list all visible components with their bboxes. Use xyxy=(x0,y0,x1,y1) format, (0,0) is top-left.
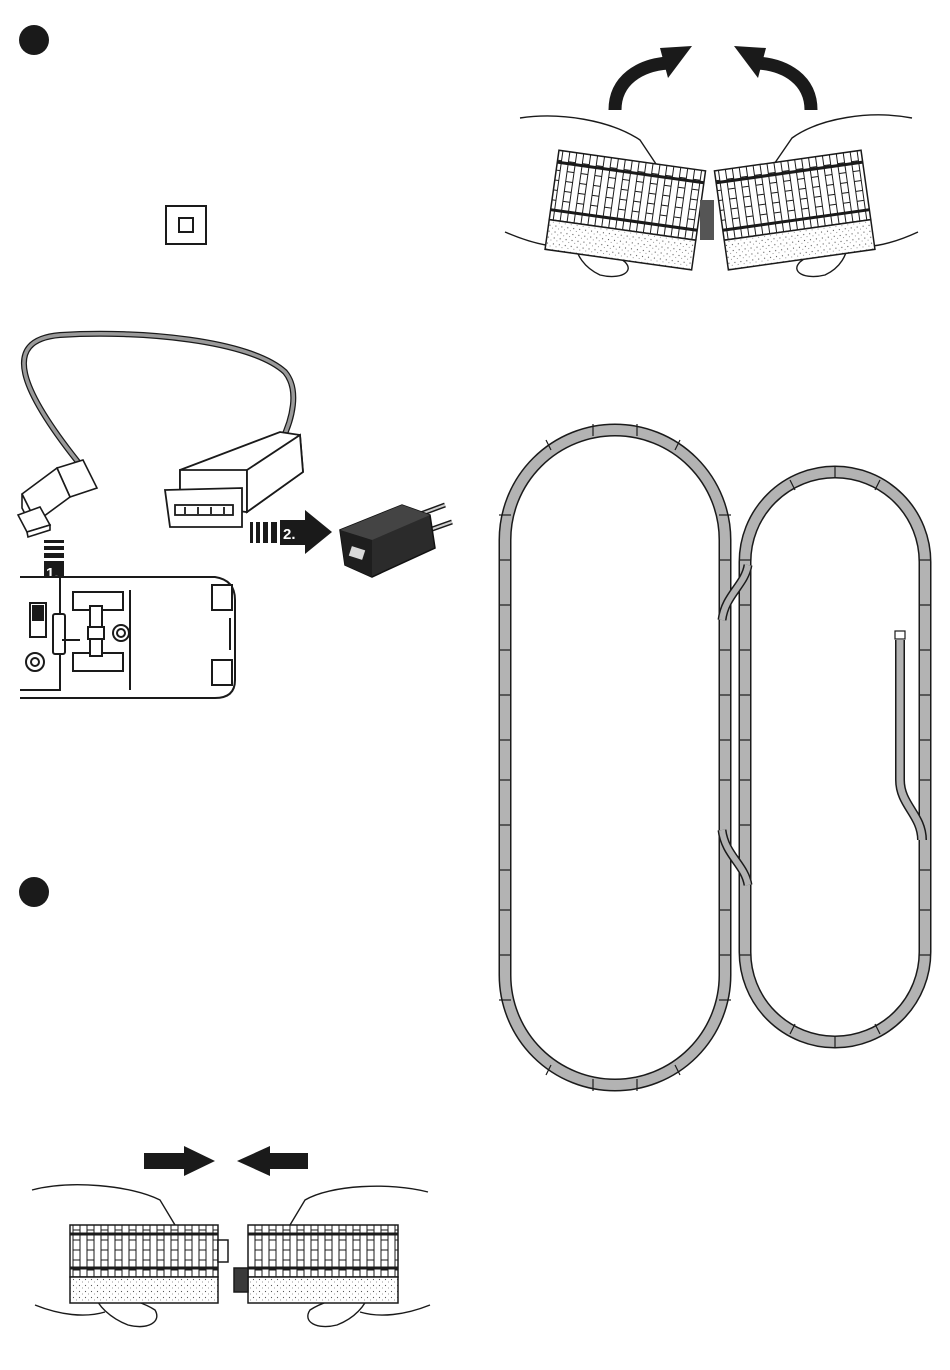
micro-usb-plug xyxy=(18,460,97,537)
hands-joining-track xyxy=(32,1146,430,1327)
usb-a-plug xyxy=(165,432,303,527)
track-layout xyxy=(499,424,931,1091)
buffer-stop xyxy=(895,631,905,639)
locomotive-underside xyxy=(20,577,235,698)
usb-cable xyxy=(18,334,303,537)
step-2-label: 2. xyxy=(283,526,296,543)
hands-separating-track xyxy=(505,46,918,277)
usb-power-adapter xyxy=(340,505,452,577)
